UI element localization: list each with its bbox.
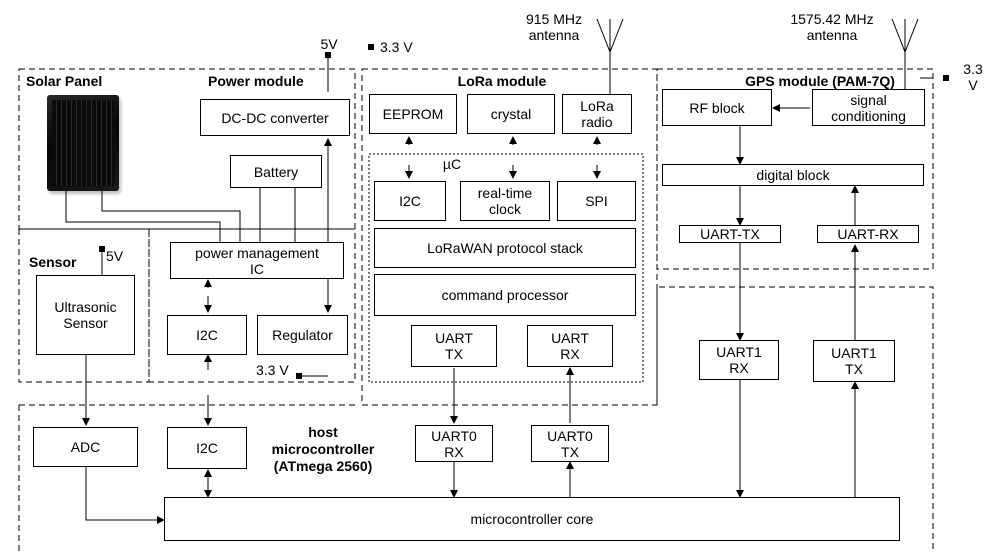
rf-block: RF block [662, 89, 772, 126]
terminal-3v3-lora [368, 44, 374, 50]
uart1-rx-block: UART1 RX [699, 340, 779, 380]
microcontroller-core-block: microcontroller core [164, 497, 900, 541]
gps-module-title: GPS module (PAM-7Q) [745, 73, 895, 89]
power-i2c-block: I2C [167, 315, 247, 355]
voltage-5v-power-label: 5V [320, 36, 338, 52]
gps-module-border [656, 68, 934, 270]
power-module-title: Power module [208, 73, 304, 89]
real-time-clock-block: real-time clock [460, 181, 550, 221]
sensor-module-border [18, 228, 150, 383]
eeprom-block: EEPROM [369, 94, 457, 134]
gps-uart-tx-block: UART-TX [679, 225, 781, 243]
host-i2c-block: I2C [167, 427, 247, 469]
terminal-3v3-gps [943, 75, 949, 81]
ultrasonic-sensor-block: Ultrasonic Sensor [36, 275, 135, 355]
digital-block: digital block [662, 164, 924, 186]
dc-dc-converter-block: DC-DC converter [200, 99, 350, 136]
host-border-right [656, 286, 934, 552]
voltage-3v3-regulator-label: 3.3 V [256, 362, 289, 378]
power-management-ic-block: power management IC [170, 242, 344, 279]
sensor-title: Sensor [29, 254, 77, 270]
uart0-rx-block: UART0 RX [415, 425, 493, 462]
uc-dotted-border [368, 153, 644, 383]
lora-module-title: LoRa module [457, 73, 547, 89]
lora-uart-tx-block: UART TX [411, 325, 497, 367]
uc-label: µC [442, 156, 462, 172]
lora-i2c-block: I2C [374, 181, 446, 221]
gps-uart-rx-block: UART-RX [817, 225, 919, 243]
lora-radio-block: LoRa radio [562, 94, 632, 134]
solar-panel-icon [47, 95, 119, 191]
voltage-3v3-gps-label: 3.3 V [963, 61, 983, 93]
command-processor-block: command processor [374, 274, 636, 316]
uart1-tx-block: UART1 TX [813, 340, 895, 382]
voltage-5v-sensor-label: 5V [106, 248, 124, 264]
terminal-5v-sensor [99, 246, 105, 252]
power-module-lower-border [148, 228, 356, 383]
battery-block: Battery [230, 155, 322, 188]
solar-panel-title: Solar Panel [26, 73, 103, 89]
signal-conditioning-block: signal conditioning [812, 89, 925, 126]
uart0-tx-block: UART0 TX [531, 425, 609, 462]
lora-antenna-icon [596, 18, 624, 94]
voltage-3v3-lora-label: 3.3 V [380, 39, 413, 55]
gps-antenna-icon [891, 18, 919, 94]
spi-block: SPI [557, 181, 636, 221]
terminal-5v-power [325, 52, 331, 58]
adc-block: ADC [33, 427, 138, 467]
solar-power-module-border [18, 68, 356, 230]
terminal-3v3-regulator [296, 373, 302, 379]
lora-uart-rx-block: UART RX [527, 325, 613, 367]
lorawan-protocol-stack-block: LoRaWAN protocol stack [374, 228, 636, 268]
lora-antenna-label: 915 MHz antenna [525, 11, 583, 43]
host-microcontroller-title: host microcontroller (ATmega 2560) [271, 424, 375, 474]
regulator-block: Regulator [257, 315, 348, 355]
crystal-block: crystal [467, 94, 555, 134]
gps-antenna-label: 1575.42 MHz antenna [790, 11, 874, 43]
